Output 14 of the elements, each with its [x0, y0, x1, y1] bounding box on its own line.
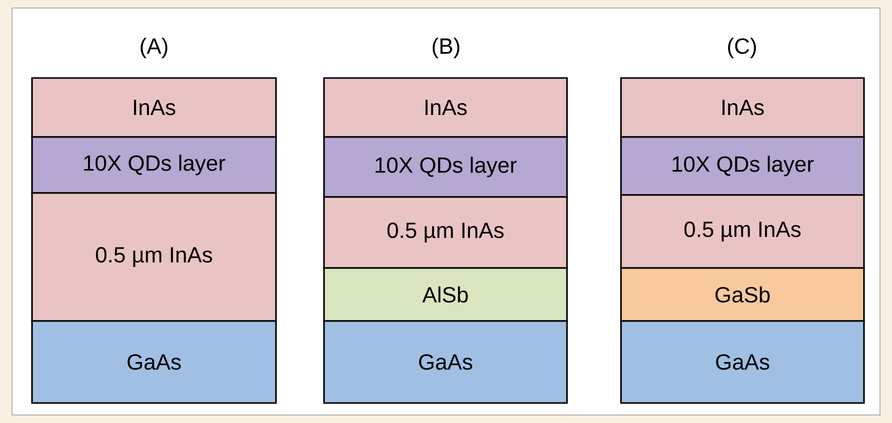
layer-box: 0.5 µm InAs	[31, 192, 277, 322]
layer-box: AlSb	[323, 267, 568, 322]
layer-box: 0.5 µm InAs	[323, 196, 568, 269]
layer-box: InAs	[323, 77, 568, 138]
layer-box: 10X QDs layer	[620, 136, 865, 196]
layer-box: 0.5 µm InAs	[620, 194, 865, 269]
layer-box: 10X QDs layer	[31, 136, 277, 194]
layer-box: InAs	[31, 77, 277, 138]
layer-box: GaAs	[31, 320, 277, 404]
layer-box: GaAs	[323, 320, 568, 404]
layer-box: GaAs	[620, 320, 865, 404]
layer-box: InAs	[620, 77, 865, 138]
layer-box: GaSb	[620, 267, 865, 322]
layer-box: 10X QDs layer	[323, 136, 568, 198]
